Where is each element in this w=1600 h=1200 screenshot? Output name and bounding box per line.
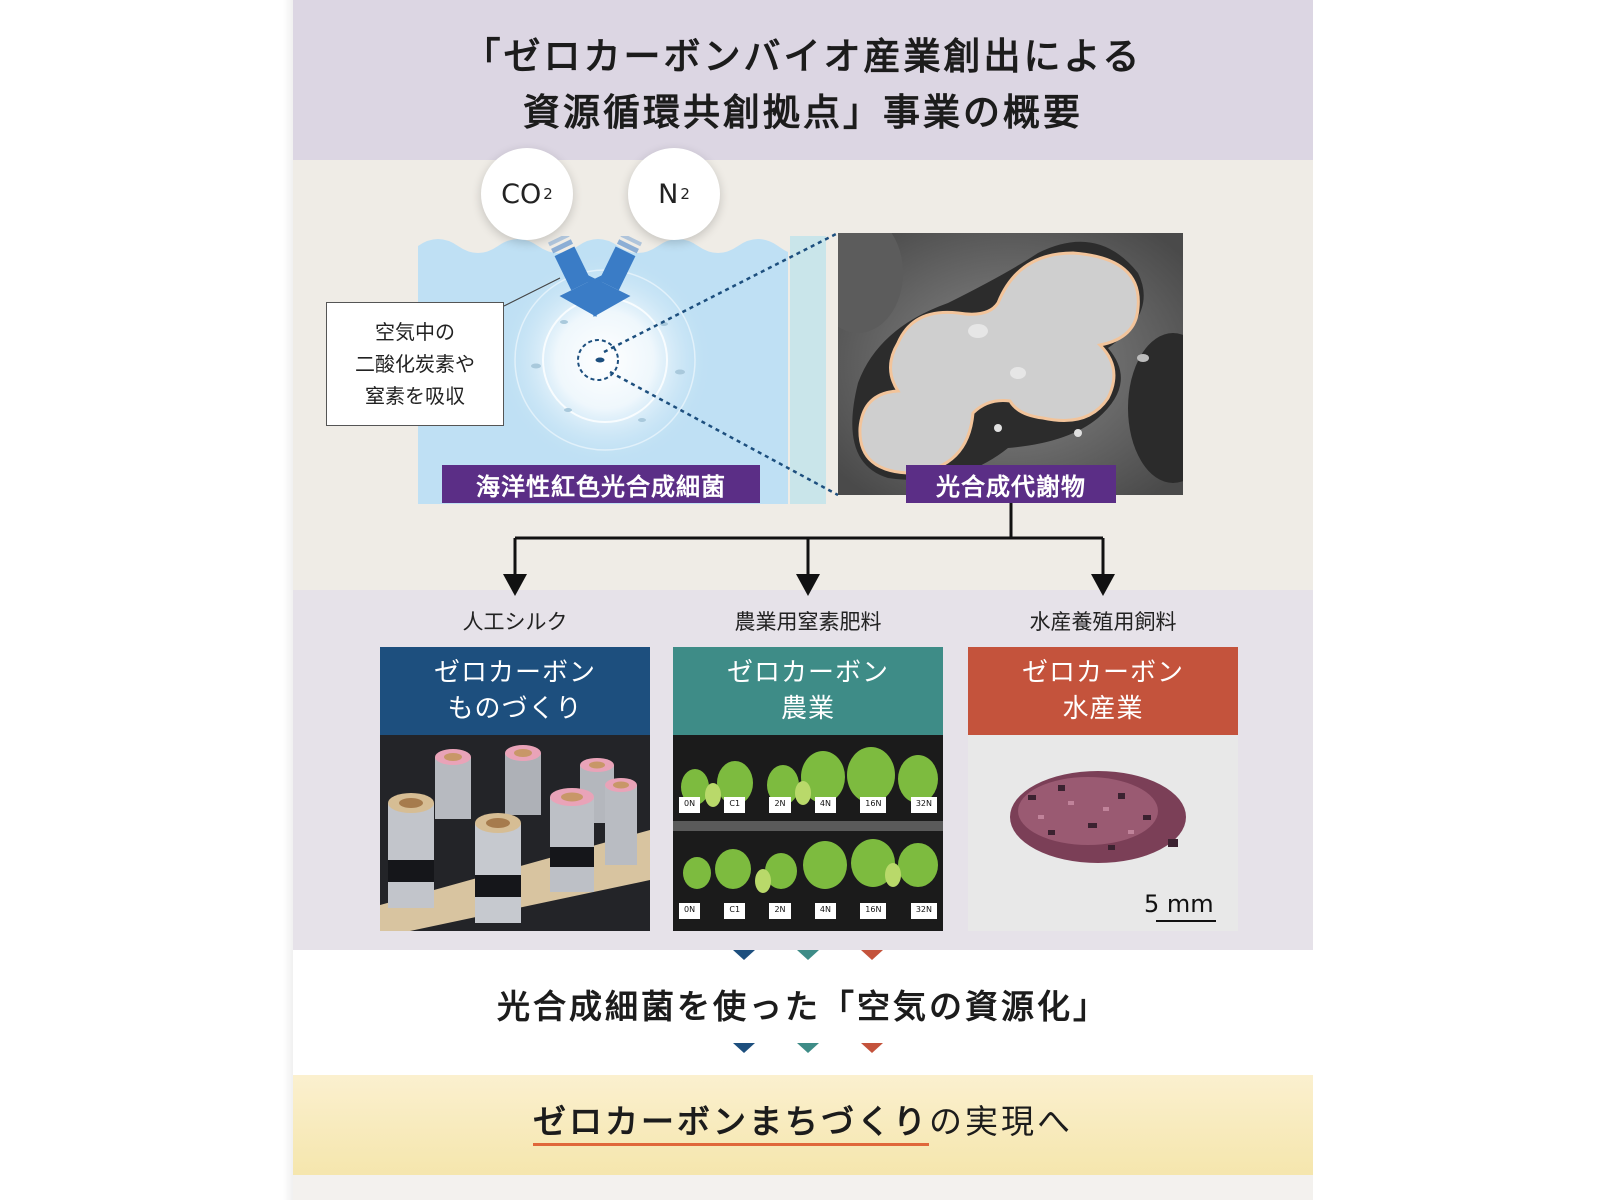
spool — [550, 788, 594, 892]
result-band — [293, 950, 1313, 1075]
product-label-feed: 水産養殖用飼料 — [1029, 610, 1177, 634]
metabolite-outline — [858, 251, 1140, 475]
plant-tag: C1 — [724, 903, 746, 919]
card-head-aquaculture: ゼロカーボン 水産業 — [968, 647, 1238, 735]
triangle-blue — [733, 950, 755, 960]
co2-label: CO — [501, 178, 542, 210]
plant-tag: 16N — [860, 797, 887, 813]
plant-growth-photo: 0N C1 2N 4N 16N 32N 0N C1 2N 4N 16N 32N — [673, 735, 943, 931]
co2-subscript: 2 — [543, 185, 553, 203]
cell-glow — [497, 252, 713, 468]
spool — [605, 778, 637, 865]
feed-pellets-photo: 5 mm — [968, 735, 1238, 931]
zoom-circle — [577, 339, 619, 381]
plant-tag: 16N — [860, 903, 887, 919]
triangle-blue — [733, 1043, 755, 1053]
callout-line-1: 空気中の — [375, 320, 455, 344]
card-manufacturing-line-2: ものづくり — [447, 694, 583, 724]
silk-spools-photo — [380, 735, 650, 931]
goal-highlight: ゼロカーボンまちづくり — [533, 1102, 929, 1146]
title-line-2: 資源循環共創拠点」事業の概要 — [523, 91, 1083, 134]
card-head-manufacturing: ゼロカーボン ものづくり — [380, 647, 650, 735]
plant-tag: 4N — [814, 903, 836, 919]
triangle-teal — [797, 1043, 819, 1053]
scale-bar-label: 5 mm — [1144, 890, 1214, 918]
bacteria-tag: 海洋性紅色光合成細菌 — [442, 465, 760, 503]
n2-label: N — [658, 178, 679, 210]
bottom-band — [293, 1175, 1313, 1200]
callout-line-2: 二酸化炭素や — [355, 352, 475, 376]
callout-line-3: 窒素を吸収 — [365, 384, 465, 408]
card-manufacturing-line-1: ゼロカーボン — [433, 658, 596, 688]
bacterium — [595, 357, 605, 363]
arrow-head-fertilizer — [796, 574, 820, 596]
title-band — [293, 0, 1313, 160]
plant-tag: 32N — [910, 797, 937, 813]
absorption-arrows — [547, 236, 643, 317]
product-label-silk: 人工シルク — [462, 610, 568, 634]
callout-line — [503, 277, 561, 307]
title-line-1: 「ゼロカーボンバイオ産業創出による — [463, 35, 1143, 78]
plant-tags-row-2: 0N C1 2N 4N 16N 32N — [679, 903, 937, 919]
goal-band — [293, 1075, 1313, 1175]
goal-rest: の実現へ — [929, 1102, 1073, 1141]
goal-statement: ゼロカーボンまちづくりの実現へ — [293, 1095, 1313, 1146]
n2-subscript: 2 — [680, 185, 690, 203]
plant-tags-row-1: 0N C1 2N 4N 16N 32N — [679, 797, 937, 813]
arrow-head-feed — [1091, 574, 1115, 596]
spool — [435, 749, 471, 819]
electron-micrograph — [838, 233, 1183, 495]
arrow-head-silk — [503, 574, 527, 596]
card-aquaculture-line-2: 水産業 — [1062, 694, 1144, 724]
metabolite-tag: 光合成代謝物 — [906, 465, 1116, 503]
plant-tag: 2N — [769, 903, 791, 919]
bacteria-dots — [531, 320, 685, 422]
triangle-red — [861, 1043, 883, 1053]
plant-tag: C1 — [724, 797, 746, 813]
card-agriculture-line-2: 農業 — [780, 694, 835, 724]
card-agriculture-line-1: ゼロカーボン — [726, 658, 889, 688]
product-label-fertilizer: 農業用窒素肥料 — [734, 610, 882, 634]
plant-tag: 2N — [769, 797, 791, 813]
card-aquaculture-line-1: ゼロカーボン — [1021, 658, 1184, 688]
n2-arrow — [587, 236, 643, 317]
plant-tag: 0N — [679, 903, 701, 919]
spool — [505, 745, 541, 815]
result-statement: 光合成細菌を使った「空気の資源化」 — [497, 987, 1109, 1026]
spool — [475, 813, 521, 923]
plant-tag: 4N — [814, 797, 836, 813]
plant-tag: 0N — [679, 797, 701, 813]
zoom-strip — [790, 236, 826, 504]
triangle-teal — [797, 950, 819, 960]
panel-shadow — [283, 0, 293, 1200]
triangle-red — [861, 950, 883, 960]
absorption-callout: 空気中の 二酸化炭素や 窒素を吸収 — [326, 302, 504, 426]
plant-tag: 32N — [910, 903, 937, 919]
water-illustration — [418, 239, 788, 504]
zoom-line-bottom — [609, 370, 839, 497]
spool — [388, 793, 434, 908]
card-head-agriculture: ゼロカーボン 農業 — [673, 647, 943, 735]
zoom-line-top — [603, 231, 839, 354]
